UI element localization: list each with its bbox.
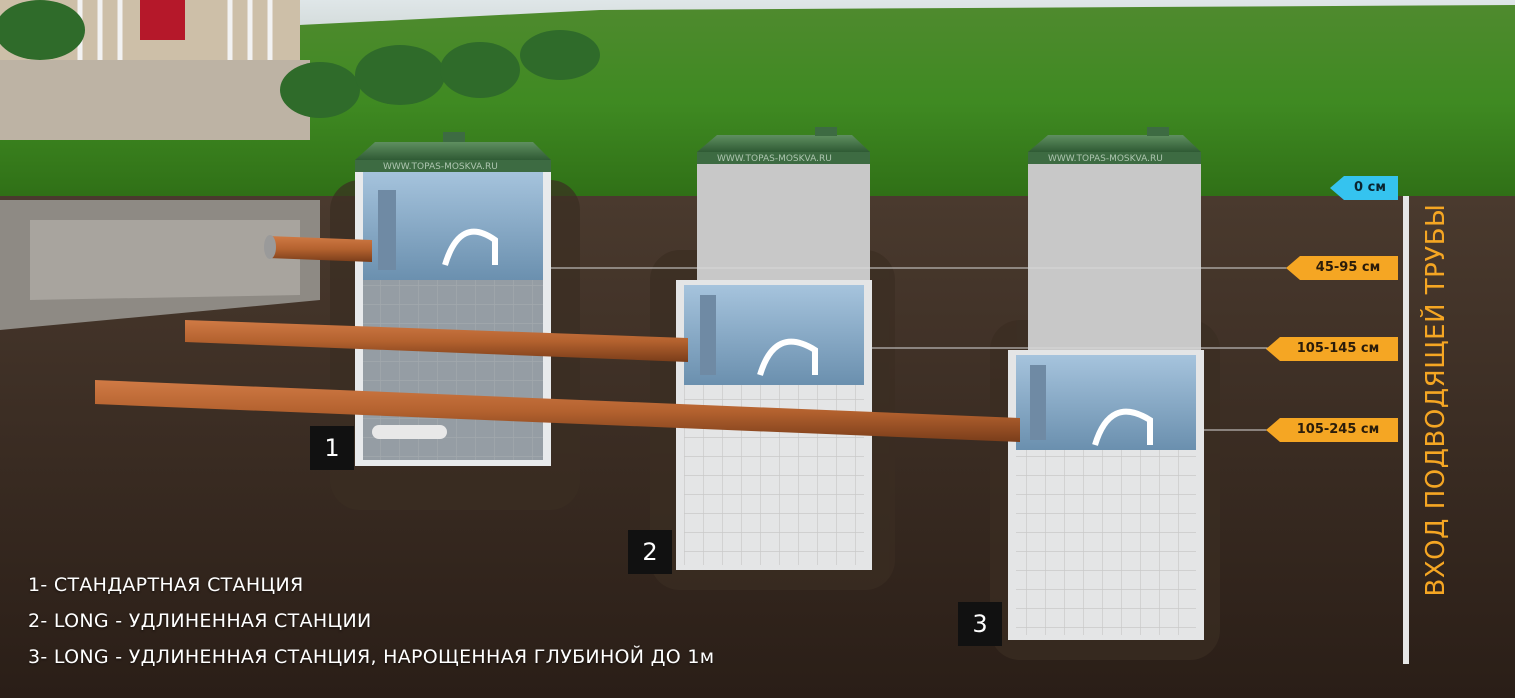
legend-item-1: 1- СТАНДАРТНАЯ СТАНЦИЯ	[28, 574, 304, 596]
station-2-badge: 2	[628, 530, 672, 574]
station-1-site: WWW.TOPAS-MOSKVA.RU	[383, 162, 498, 172]
station-3-site: WWW.TOPAS-MOSKVA.RU	[1048, 154, 1163, 164]
depth-label-0: 0 см	[1330, 176, 1398, 200]
station-2-site: WWW.TOPAS-MOSKVA.RU	[717, 154, 832, 164]
station-1-badge: 1	[310, 426, 354, 470]
vertical-title-text: ВХОД ПОДВОДЯЩЕЙ ТРУБЫ	[1421, 203, 1451, 597]
station-3-badge: 3	[958, 602, 1002, 646]
depth-label-105-245: 105-245 см	[1266, 418, 1398, 442]
legend-item-3: 3- LONG - УДЛИНЕННАЯ СТАНЦИЯ, НАРОЩЕННАЯ…	[28, 646, 715, 668]
depth-label-45-95: 45-95 см	[1286, 256, 1398, 280]
depth-label-105-145: 105-145 см	[1266, 337, 1398, 361]
legend-item-2: 2- LONG - УДЛИНЕННАЯ СТАНЦИИ	[28, 610, 372, 632]
